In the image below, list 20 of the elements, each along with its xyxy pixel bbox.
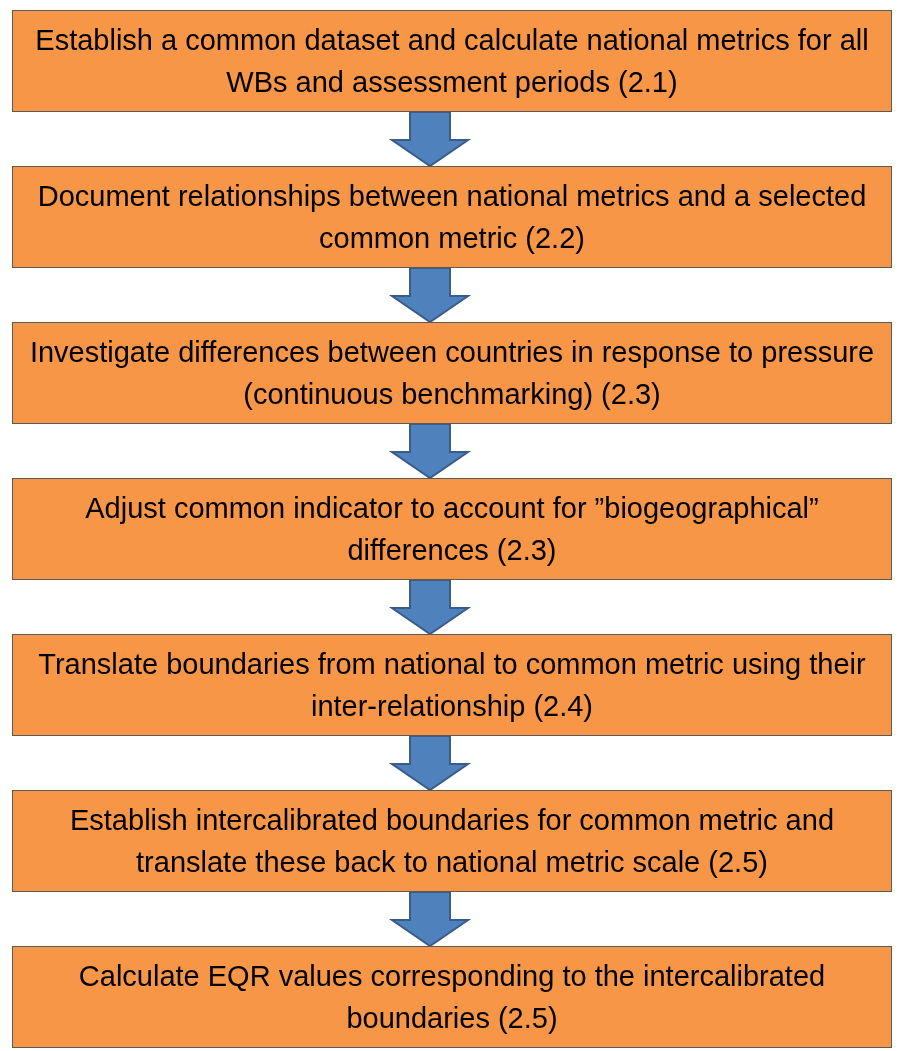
- process-box: [12, 946, 892, 1048]
- process-box: [12, 10, 892, 112]
- step-text: Calculate EQR values corresponding to the intercalibrated boundaries (2.5): [77, 959, 827, 1036]
- step-text: Document relationships between national metrics and a selected common metric (2.2): [36, 179, 868, 256]
- step-text: Adjust common indicator to account for ”biogeographical” differences (2.3): [84, 491, 820, 568]
- block-arrow: [388, 735, 472, 792]
- process-box: [12, 166, 892, 268]
- block-arrow: [388, 579, 472, 636]
- process-box: [12, 634, 892, 736]
- block-arrow: [388, 267, 472, 324]
- process-box: [12, 322, 892, 424]
- process-box: [12, 790, 892, 892]
- step-text: Establish intercalibrated boundaries for common metric and translate these back to national metric scale (2.5): [68, 803, 835, 880]
- block-arrow: [388, 111, 472, 168]
- block-arrow: [388, 891, 472, 948]
- block-arrow: [388, 423, 472, 480]
- process-box: [12, 478, 892, 580]
- step-text: Establish a common dataset and calculate national metrics for all WBs and assessment periods (2.1): [34, 23, 870, 100]
- step-text: Translate boundaries from national to common metric using their inter-relationship (2.4): [37, 647, 867, 724]
- step-text: Investigate differences between countries in response to pressure (continuous benchmarking) (2.3): [28, 335, 876, 412]
